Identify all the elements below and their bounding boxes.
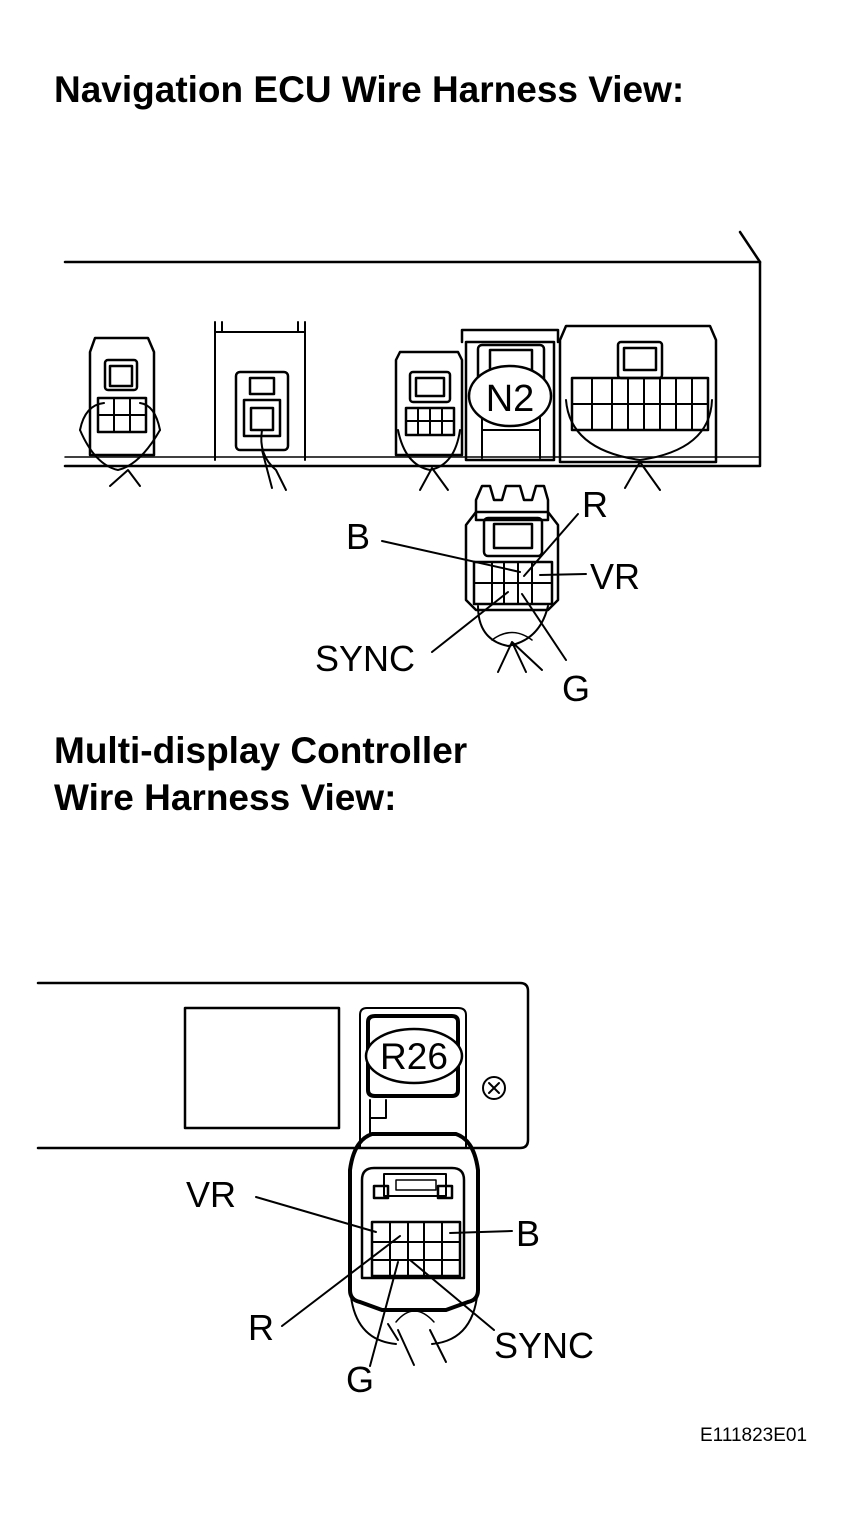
mdc-pin-label-vr: VR — [186, 1174, 236, 1215]
nav-ecu-heading: Navigation ECU Wire Harness View: — [54, 69, 685, 110]
nav-leader-lines — [381, 513, 587, 661]
nav-connector-2 — [214, 321, 306, 491]
mdc-screw-icon — [482, 1076, 506, 1100]
figure-code: E111823E01 — [700, 1425, 808, 1446]
mdc-heading-line2: Wire Harness View: — [54, 777, 397, 818]
nav-pin-label-sync: SYNC — [315, 638, 415, 679]
mdc-pin-label-sync: SYNC — [494, 1325, 594, 1366]
n2-id-label: N2 — [467, 364, 553, 428]
nav-connector-3 — [394, 350, 464, 491]
svg-text:N2: N2 — [486, 378, 535, 420]
mdc-heading-line1: Multi-display Controller — [54, 730, 468, 771]
nav-ecu-unit — [63, 230, 762, 468]
nav-harness-connector-enlarged — [464, 484, 560, 673]
nav-pin-label-g: G — [562, 668, 590, 709]
nav-connector-1 — [79, 336, 161, 487]
mdc-pin-label-b: B — [516, 1213, 540, 1254]
mdc-leader-lines — [255, 1196, 513, 1367]
mdc-pin-label-r: R — [248, 1307, 274, 1348]
mdc-pin-label-g: G — [346, 1359, 374, 1400]
nav-connector-5 — [558, 324, 718, 491]
nav-pin-label-b: B — [346, 516, 370, 557]
mdc-harness-connector-enlarged — [348, 1132, 480, 1366]
nav-pin-label-vr: VR — [590, 556, 640, 597]
nav-pin-label-r: R — [582, 484, 608, 525]
r26-id-label: R26 — [364, 1027, 464, 1085]
mdc-unit — [36, 981, 530, 1150]
svg-text:R26: R26 — [380, 1036, 448, 1077]
